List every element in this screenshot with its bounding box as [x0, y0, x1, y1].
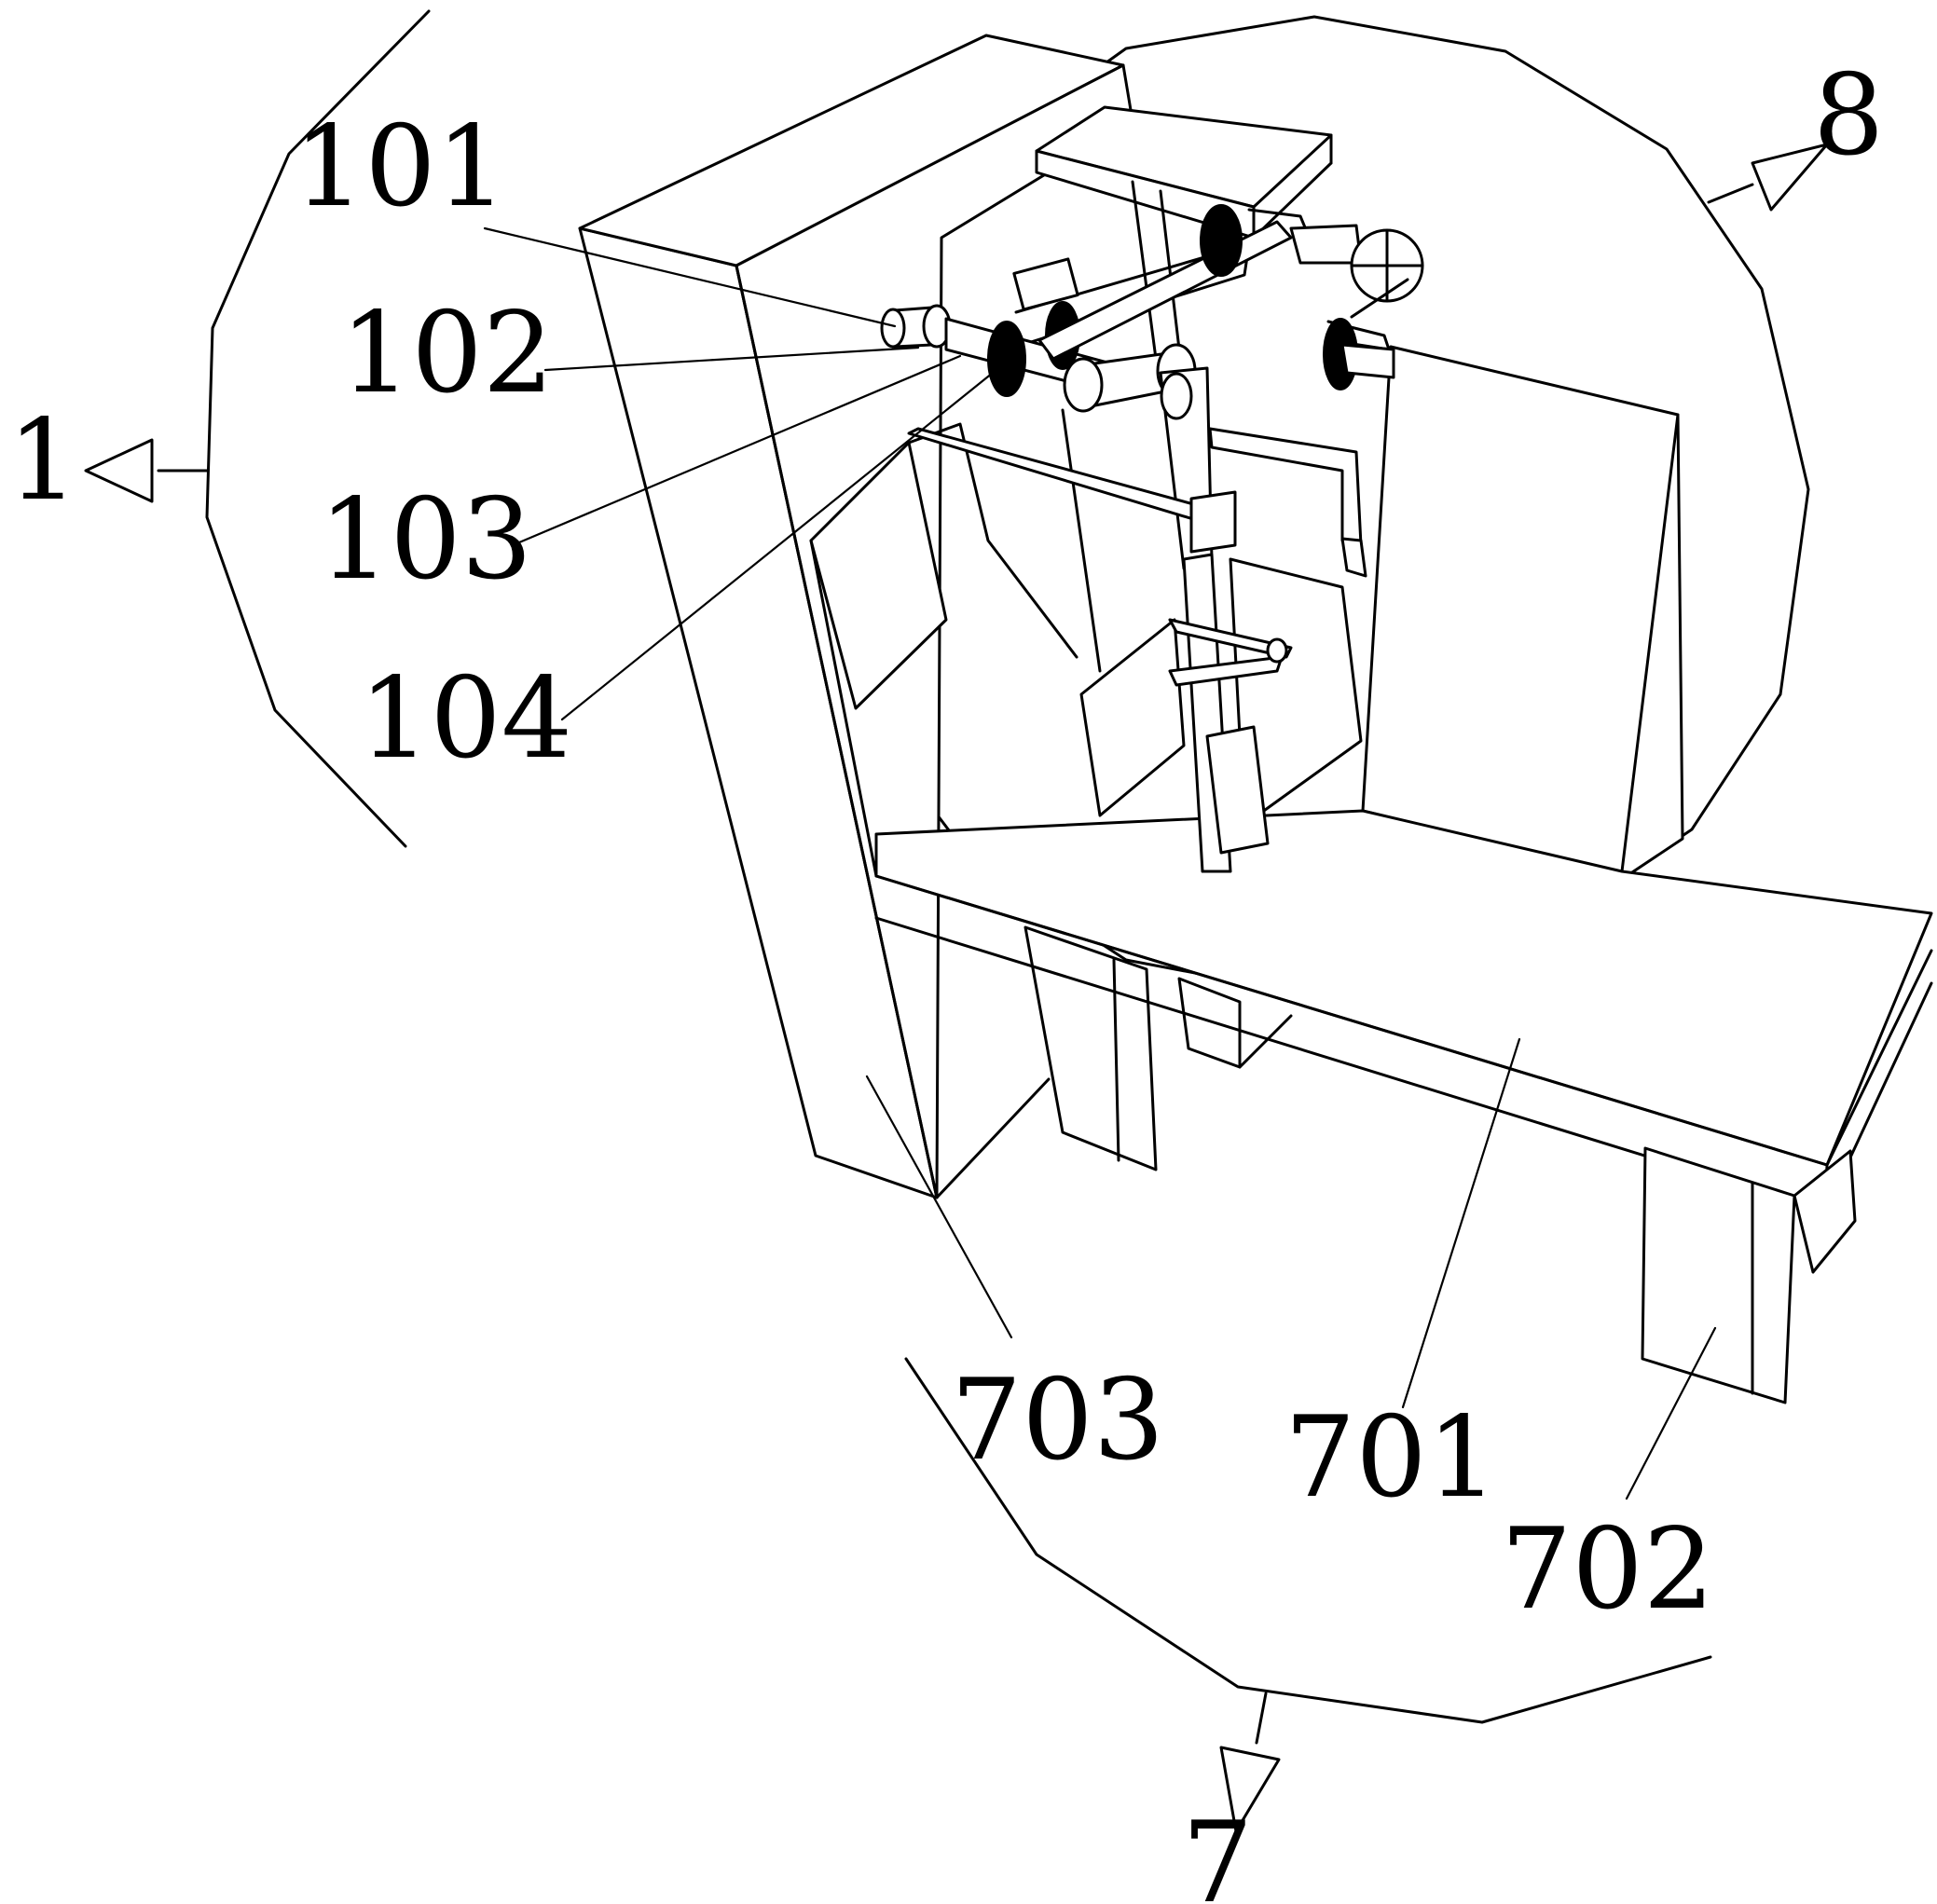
section-line-1	[84, 9, 431, 848]
shaft-assembly	[880, 204, 1424, 413]
label-701: 701	[1284, 1393, 1498, 1523]
label-7: 7	[1182, 1799, 1253, 1904]
gear-top	[1200, 204, 1243, 277]
table-top	[874, 809, 1933, 1213]
leader-lines	[483, 226, 1717, 1500]
section-arrow-7	[1219, 1746, 1281, 1833]
label-103: 103	[319, 475, 532, 605]
label-1: 1	[7, 396, 78, 526]
section-arrow-1	[84, 438, 154, 503]
gear-left	[987, 321, 1026, 397]
label-8: 8	[1813, 51, 1884, 181]
label-104: 104	[359, 654, 572, 784]
section-line-7	[904, 1357, 1712, 1833]
top-bracket	[1035, 105, 1333, 375]
label-102: 102	[340, 289, 554, 418]
label-702: 702	[1501, 1505, 1714, 1635]
front-right-leg	[1641, 1146, 1857, 1404]
label-101: 101	[294, 103, 507, 232]
reference-labels: 101 102 103 104 1 8 7 703 701 702	[7, 51, 1884, 1904]
paddle-assembly	[1079, 553, 1363, 873]
label-703: 703	[951, 1356, 1164, 1486]
inner-frame	[809, 345, 1684, 878]
crossbar	[907, 427, 1237, 554]
rear-legs	[1023, 925, 1293, 1171]
section-arrow-8	[1751, 143, 1829, 212]
